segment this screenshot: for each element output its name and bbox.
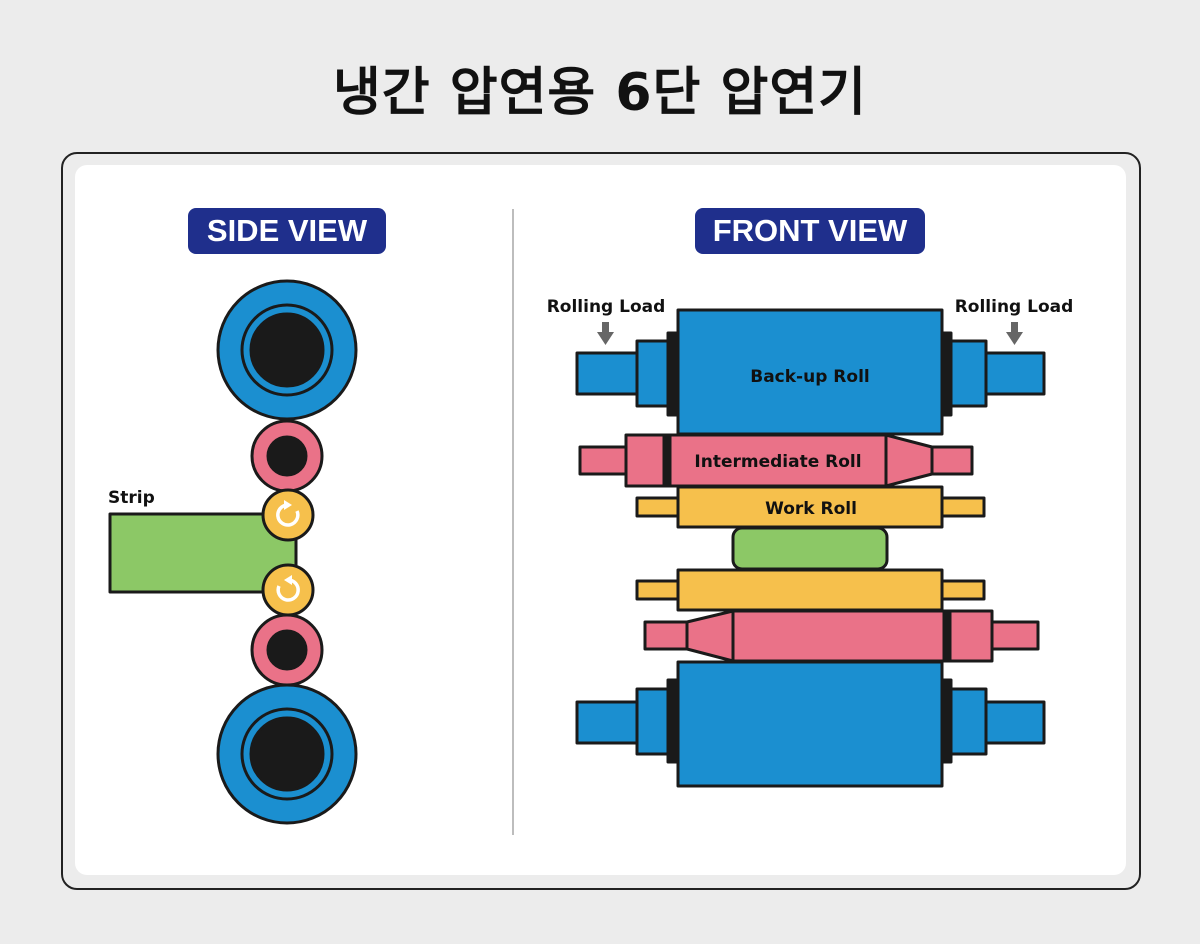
- rotate-ccw-icon: [276, 578, 300, 602]
- side-view: Strip: [108, 279, 358, 825]
- intermediate-roll-label: Intermediate Roll: [694, 452, 861, 472]
- side-top-backup-roll: [216, 279, 358, 421]
- side-bottom-work-roll: [261, 563, 315, 617]
- view-divider: [512, 209, 514, 835]
- page-title: 냉간 압연용 6단 압연기: [332, 63, 868, 123]
- rotate-cw-icon: [276, 503, 300, 527]
- rolling-load-left-label: Rolling Load: [547, 297, 666, 317]
- front-bottom-work-roll: [635, 568, 986, 612]
- backup-roll-label: Back-up Roll: [750, 367, 869, 387]
- front-view: Rolling Load Rolling Load Back-up Roll: [547, 297, 1074, 788]
- side-top-intermediate-roll: [250, 419, 324, 493]
- front-bottom-backup-roll: [575, 660, 1046, 788]
- side-bottom-backup-roll: [216, 683, 358, 825]
- arrow-down-icon-right: [1006, 322, 1023, 345]
- side-top-work-roll: [261, 488, 315, 542]
- front-view-badge: FRONT VIEW: [695, 208, 925, 254]
- rolling-load-right-label: Rolling Load: [955, 297, 1074, 317]
- work-roll-label: Work Roll: [765, 499, 857, 519]
- front-bottom-intermediate-roll: [643, 609, 1040, 663]
- strip-label: Strip: [108, 488, 155, 508]
- side-view-badge: SIDE VIEW: [188, 208, 386, 254]
- front-top-intermediate-roll: [578, 433, 974, 488]
- front-strip: [731, 526, 889, 571]
- side-bottom-intermediate-roll: [250, 613, 324, 687]
- arrow-down-icon-left: [597, 322, 614, 345]
